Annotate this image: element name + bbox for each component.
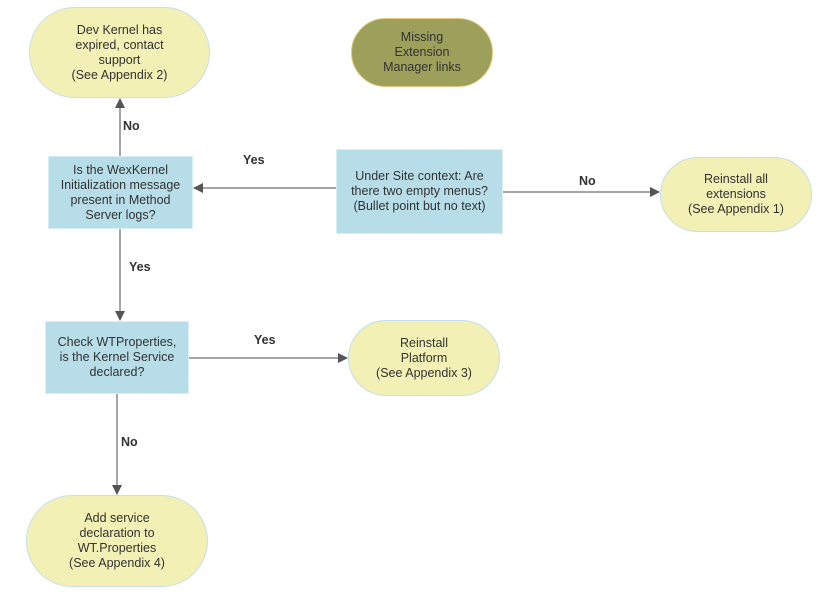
node-wtproperties-question: Check WTProperties, is the Kernel Servic… (45, 321, 189, 394)
label-wtproperties-yes: Yes (254, 333, 276, 347)
node-dev-kernel-expired: Dev Kernel has expired, contact support … (29, 7, 210, 98)
label-site-no: No (579, 174, 596, 188)
node-site-context-question: Under Site context: Are there two empty … (336, 149, 503, 234)
label-wexkernel-yes: Yes (129, 260, 151, 274)
label-site-yes: Yes (243, 153, 265, 167)
label-wexkernel-no: No (123, 119, 140, 133)
node-add-service: Add service declaration to WT.Properties… (26, 495, 208, 587)
node-reinstall-platform: Reinstall Platform (See Appendix 3) (348, 320, 500, 396)
node-start-missing-links: Missing Extension Manager links (351, 18, 493, 87)
node-reinstall-extensions: Reinstall all extensions (See Appendix 1… (660, 157, 812, 232)
label-wtproperties-no: No (121, 435, 138, 449)
node-wexkernel-question: Is the WexKernel Initialization message … (48, 156, 193, 229)
